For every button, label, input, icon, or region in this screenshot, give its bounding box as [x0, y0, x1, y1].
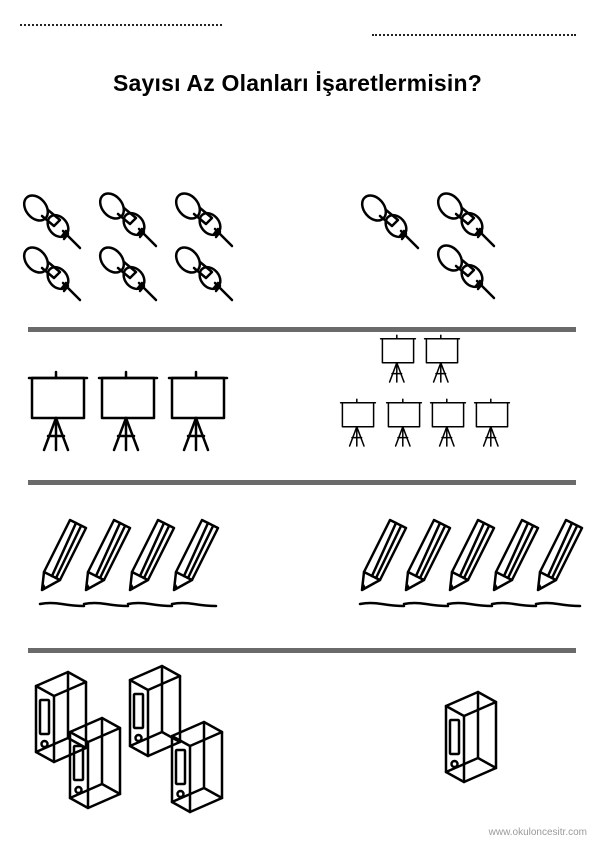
- pushpin-icon: [432, 239, 496, 300]
- row-2-right-group: [339, 334, 511, 447]
- pencil-icon: [490, 518, 540, 608]
- name-line-right: [372, 34, 576, 36]
- binder-icon: [444, 690, 498, 784]
- row-3-left-group: [38, 518, 220, 608]
- easel-icon: [167, 370, 229, 452]
- page-title: Sayısı Az Olanları İşaretlermisin?: [113, 70, 482, 96]
- pushpin-icon: [94, 241, 158, 302]
- pushpin-icon: [94, 187, 158, 248]
- row-4-right-group: [444, 690, 498, 784]
- easel-icon: [385, 398, 423, 447]
- pushpin-icon: [18, 189, 82, 250]
- pencil-icon: [82, 518, 132, 608]
- row-1-right-group: [356, 187, 496, 300]
- pencil-icon: [402, 518, 452, 608]
- row-1-left-group: [18, 187, 234, 302]
- binder-icon: [68, 716, 122, 810]
- easel-icon: [339, 398, 377, 447]
- easel-icon: [27, 370, 89, 452]
- row-4-left-group: [34, 664, 224, 814]
- row-divider-1: [28, 327, 576, 332]
- easel-icon: [379, 334, 417, 383]
- row-2-left-group: [27, 370, 229, 452]
- pushpin-icon: [432, 187, 496, 248]
- row-3-right-group: [358, 518, 584, 608]
- pencil-icon: [38, 518, 88, 608]
- pencil-icon: [358, 518, 408, 608]
- easel-icon: [97, 370, 159, 452]
- easel-icon: [429, 398, 467, 447]
- pushpin-icon: [170, 241, 234, 302]
- pencil-icon: [170, 518, 220, 608]
- pencil-icon: [446, 518, 496, 608]
- easel-icon: [473, 398, 511, 447]
- watermark: www.okuloncesitr.com: [488, 827, 587, 838]
- row-divider-3: [28, 648, 576, 653]
- pushpin-icon: [356, 189, 420, 250]
- pencil-icon: [534, 518, 584, 608]
- easel-icon: [423, 334, 461, 383]
- pushpin-icon: [170, 187, 234, 248]
- name-line-left: [20, 24, 222, 26]
- binder-icon: [34, 670, 88, 764]
- pencil-icon: [126, 518, 176, 608]
- row-divider-2: [28, 480, 576, 485]
- pushpin-icon: [18, 241, 82, 302]
